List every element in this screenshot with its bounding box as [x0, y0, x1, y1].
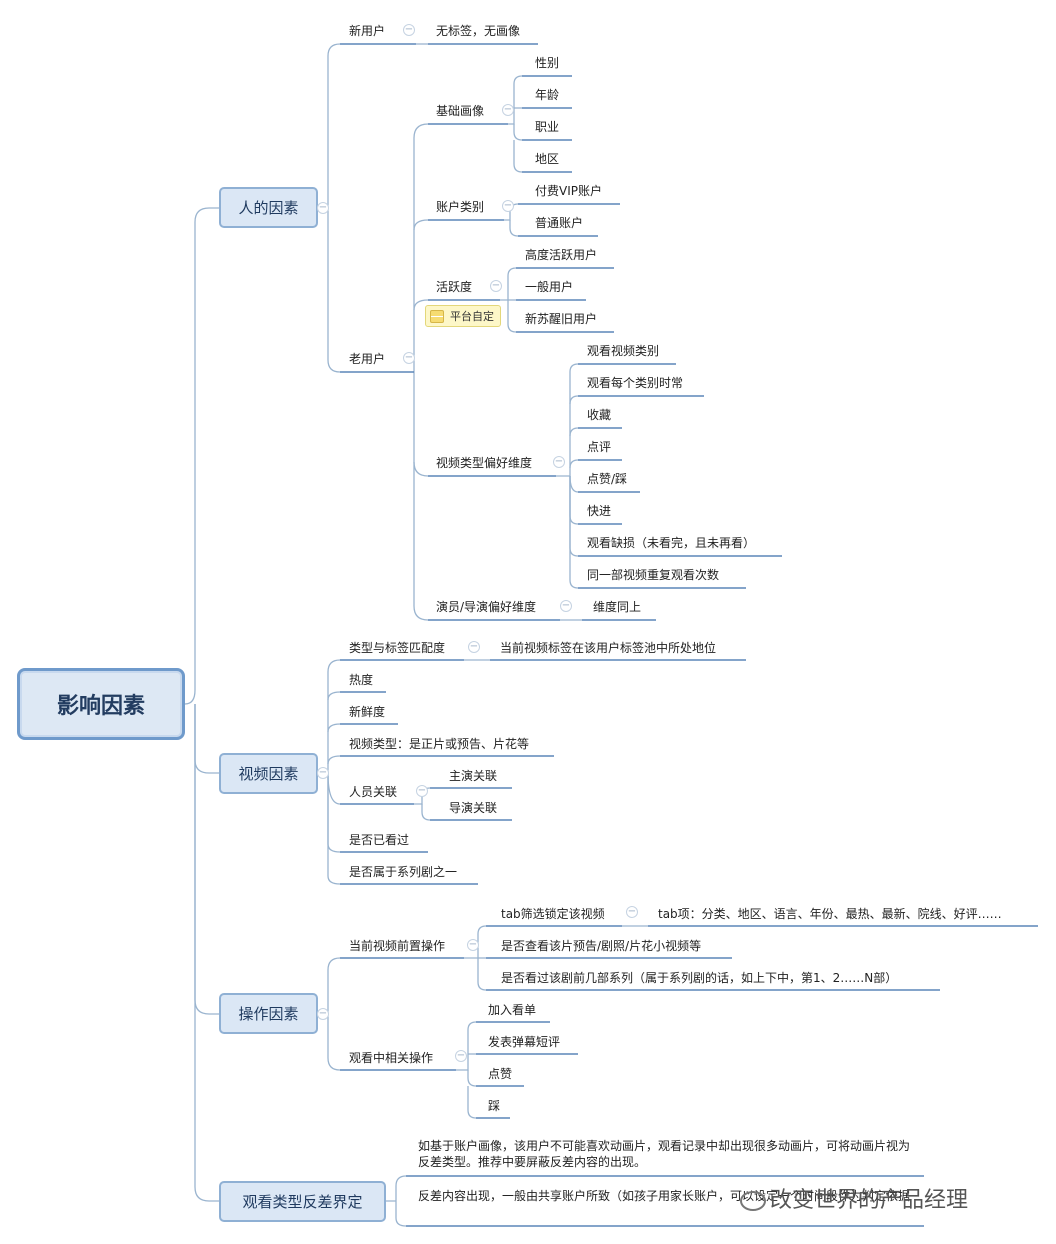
collapse-icon[interactable]: −: [467, 939, 479, 951]
collapse-icon[interactable]: −: [455, 1050, 467, 1062]
node-tab[interactable]: tab筛选锁定该视频: [501, 907, 605, 921]
node-during-item[interactable]: 踩: [488, 1099, 501, 1113]
collapse-icon[interactable]: −: [560, 600, 572, 612]
collapse-icon[interactable]: −: [468, 641, 480, 653]
category-video[interactable]: 视频因素: [219, 753, 318, 794]
node-match-desc[interactable]: 当前视频标签在该用户标签池中所处地位: [500, 641, 717, 655]
node-genre-item[interactable]: 观看每个类别时常: [587, 376, 684, 390]
node-contrast-item[interactable]: 如基于账户画像，该用户不可能喜欢动画片，观看记录中却出现很多动画片，可将动画片视…: [418, 1139, 911, 1169]
chat-bubble-icon: [740, 1191, 766, 1211]
node-during-item[interactable]: 发表弹幕短评: [488, 1035, 561, 1049]
node-genre-item[interactable]: 快进: [587, 504, 612, 518]
node-activity-item[interactable]: 新苏醒旧用户: [525, 312, 598, 326]
category-person[interactable]: 人的因素: [219, 187, 318, 228]
node-genre-pref[interactable]: 视频类型偏好维度: [436, 456, 533, 470]
note-text: 平台自定: [450, 310, 494, 323]
collapse-icon[interactable]: −: [403, 24, 415, 36]
collapse-icon[interactable]: −: [502, 104, 514, 116]
node-series[interactable]: 是否属于系列剧之一: [349, 865, 458, 879]
node-new-user[interactable]: 新用户: [349, 24, 386, 38]
node-people-item[interactable]: 主演关联: [449, 769, 498, 783]
root-node[interactable]: 影响因素: [17, 668, 185, 740]
node-tab-desc[interactable]: tab项：分类、地区、语言、年份、最热、最新、院线、好评……: [658, 907, 1002, 921]
note-callout[interactable]: 平台自定: [425, 305, 501, 327]
node-watched[interactable]: 是否已看过: [349, 833, 410, 847]
node-genre-item[interactable]: 点评: [587, 440, 612, 454]
node-during-item[interactable]: 点赞: [488, 1067, 513, 1081]
node-basic-item[interactable]: 年龄: [535, 88, 560, 102]
node-actor-desc[interactable]: 维度同上: [593, 600, 642, 614]
node-activity-item[interactable]: 一般用户: [525, 280, 574, 294]
node-people-item[interactable]: 导演关联: [449, 801, 498, 815]
node-match[interactable]: 类型与标签匹配度: [349, 641, 446, 655]
node-genre-item[interactable]: 观看视频类别: [587, 344, 660, 358]
node-genre-item[interactable]: 点赞/踩: [587, 472, 628, 486]
watermark: 改变世界的产品经理: [740, 1182, 968, 1214]
node-heat[interactable]: 热度: [349, 673, 374, 687]
node-genre-item[interactable]: 收藏: [587, 408, 612, 422]
category-contrast[interactable]: 观看类型反差界定: [219, 1181, 386, 1222]
node-account-item[interactable]: 付费VIP账户: [535, 184, 602, 198]
node-basic-item[interactable]: 性别: [535, 56, 560, 70]
node-old-user[interactable]: 老用户: [349, 352, 386, 366]
node-activity-item[interactable]: 高度活跃用户: [525, 248, 598, 262]
note-icon: [430, 309, 444, 323]
node-basic-profile[interactable]: 基础画像: [436, 104, 485, 118]
node-pre-op[interactable]: 当前视频前置操作: [349, 939, 446, 953]
collapse-icon[interactable]: −: [317, 767, 329, 779]
node-basic-item[interactable]: 地区: [535, 152, 560, 166]
node-prev-series[interactable]: 是否看过该剧前几部系列（属于系列剧的话，如上下中，第1、2……N部）: [501, 971, 898, 985]
node-account-type[interactable]: 账户类别: [436, 200, 485, 214]
node-fresh[interactable]: 新鲜度: [349, 705, 386, 719]
collapse-icon[interactable]: −: [416, 785, 428, 797]
collapse-icon[interactable]: −: [626, 906, 638, 918]
node-people[interactable]: 人员关联: [349, 785, 398, 799]
collapse-icon[interactable]: −: [502, 200, 514, 212]
node-during-item[interactable]: 加入看单: [488, 1003, 537, 1017]
node-activity[interactable]: 活跃度: [436, 280, 473, 294]
collapse-icon[interactable]: −: [553, 456, 565, 468]
node-video-type[interactable]: 视频类型：是正片或预告、片花等: [349, 737, 530, 751]
watermark-text: 改变世界的产品经理: [770, 1188, 969, 1213]
collapse-icon[interactable]: −: [490, 280, 502, 292]
node-contrast-item[interactable]: 反差内容出现，一般由共享账户所致（如孩子用家长账户，可以设定一个时间段作为判定依…: [418, 1189, 911, 1203]
node-actor-pref[interactable]: 演员/导演偏好维度: [436, 600, 537, 614]
node-basic-item[interactable]: 职业: [535, 120, 560, 134]
node-account-item[interactable]: 普通账户: [535, 216, 584, 230]
collapse-icon[interactable]: −: [317, 202, 329, 214]
node-during-op[interactable]: 观看中相关操作: [349, 1051, 434, 1065]
node-genre-item[interactable]: 观看缺损（未看完，且未再看）: [587, 536, 756, 550]
node-new-user-desc[interactable]: 无标签，无画像: [436, 24, 521, 38]
node-trailer[interactable]: 是否查看该片预告/剧照/片花小视频等: [501, 939, 702, 953]
node-genre-item[interactable]: 同一部视频重复观看次数: [587, 568, 720, 582]
category-operation[interactable]: 操作因素: [219, 993, 318, 1034]
collapse-icon[interactable]: −: [403, 352, 415, 364]
collapse-icon[interactable]: −: [317, 1008, 329, 1020]
